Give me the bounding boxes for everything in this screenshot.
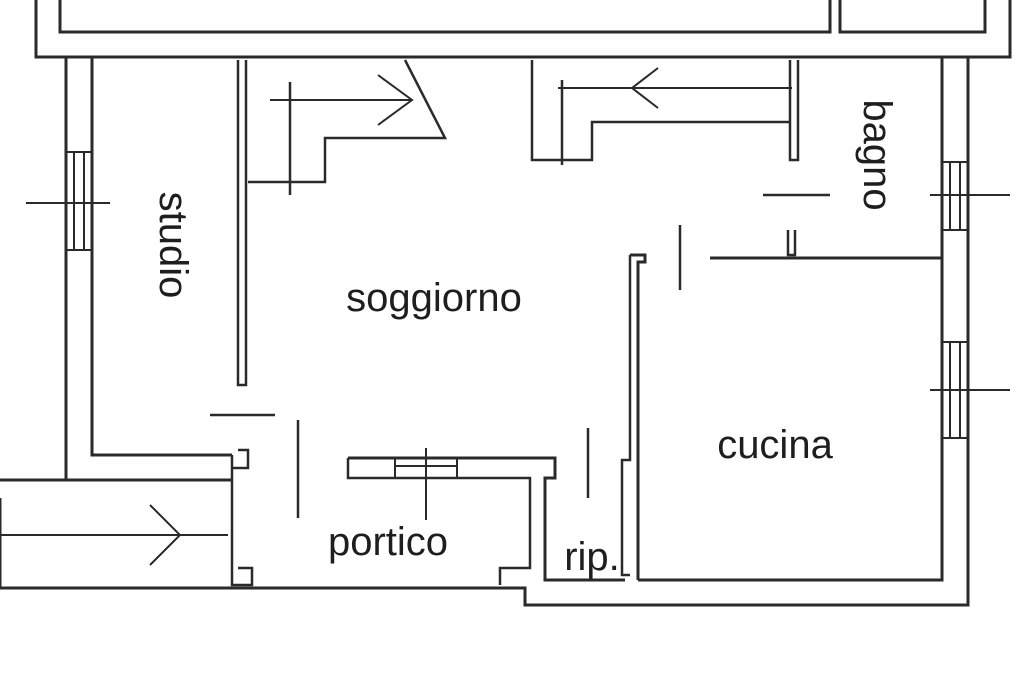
studio-partition	[230, 60, 254, 587]
portico-walls	[210, 413, 625, 585]
outer-walls	[0, 55, 970, 607]
upper-wall-band	[34, 0, 1012, 59]
bagno-walls	[710, 193, 942, 260]
entrance-ramp	[0, 504, 228, 566]
windows	[26, 151, 1010, 520]
room-label-portico: portico	[328, 520, 448, 564]
room-label-studio: studio	[151, 192, 195, 299]
stair-left	[248, 59, 448, 195]
cucina-walls	[620, 225, 682, 580]
room-label-ripostiglio: rip.	[564, 535, 620, 579]
stair-right	[530, 60, 800, 165]
room-label-cucina: cucina	[717, 423, 833, 467]
room-label-soggiorno: soggiorno	[346, 276, 522, 320]
room-label-bagno: bagno	[855, 99, 899, 210]
